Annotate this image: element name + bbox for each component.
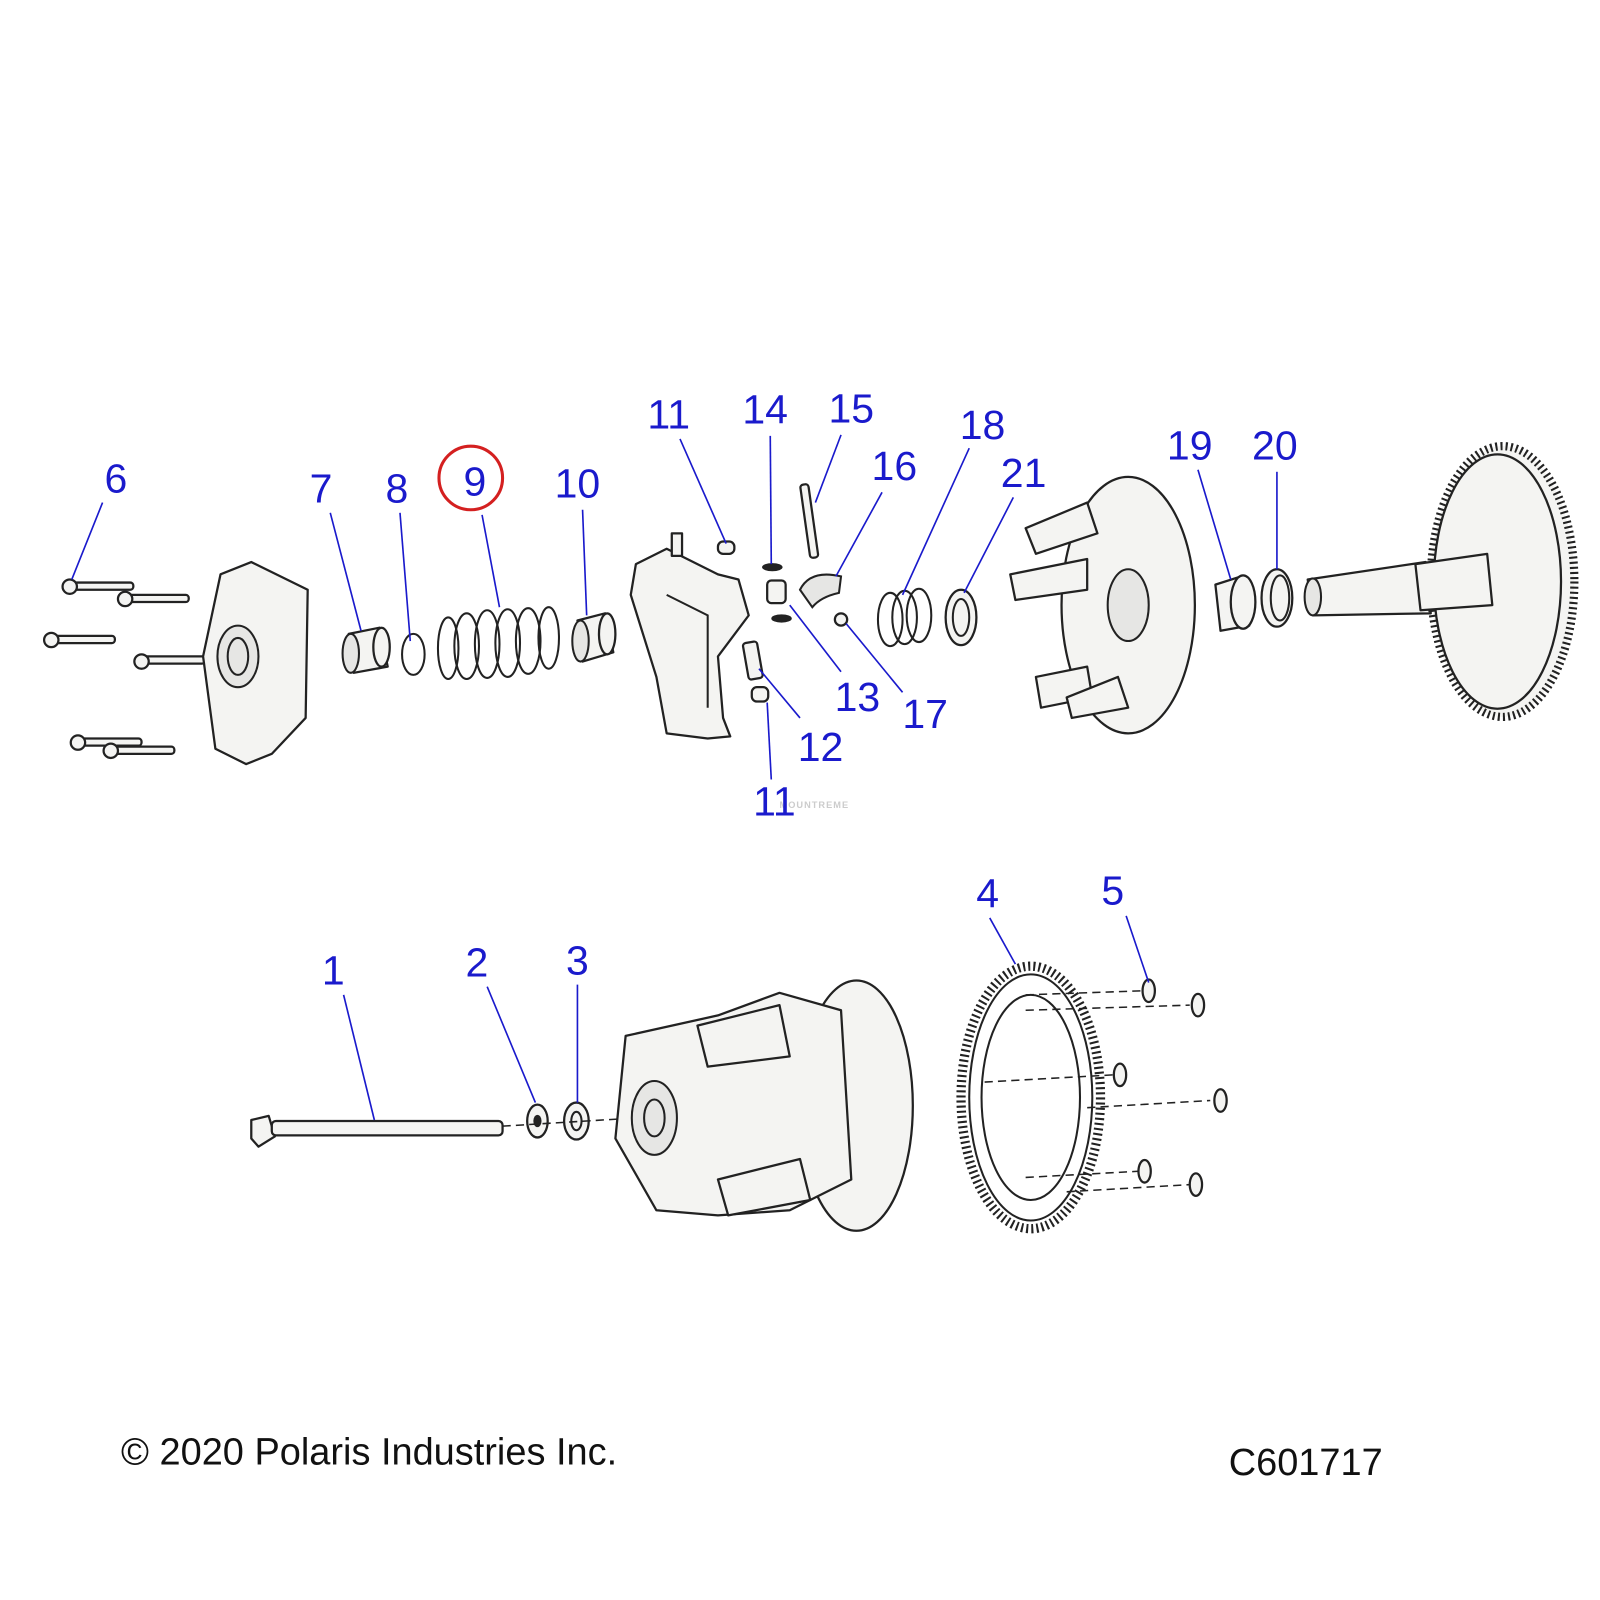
pin-part-12 [741,640,764,681]
weight-part-16 [798,573,843,609]
roller-part-13 [766,579,787,605]
spider-part [629,532,750,740]
callout-15[interactable]: 15 [828,386,874,432]
spring-part-18 [876,587,933,648]
callout-14[interactable]: 14 [742,387,788,433]
leader-lines [71,434,1278,1121]
callout-12[interactable]: 12 [798,724,844,770]
button-part-17 [833,612,849,627]
spring-part-9 [436,606,560,680]
bushing-part-10 [571,612,617,663]
callout-4[interactable]: 4 [976,871,999,917]
spacer-part-3 [562,1101,590,1141]
callout-18[interactable]: 18 [960,402,1006,448]
callout-11-lower[interactable]: 11 [753,778,796,824]
fixed-sheave-part [1303,442,1579,722]
callout-16[interactable]: 16 [872,443,918,489]
moveable-sheave-part [1009,475,1196,735]
callout-2[interactable]: 2 [466,939,489,985]
ring-gear-part-4 [956,961,1106,1234]
bushing-part-7 [341,626,391,674]
screws-part-5 [984,978,1228,1198]
bolts-part-6 [42,578,207,760]
callout-19[interactable]: 19 [1167,422,1213,468]
roller-part-11b [750,686,770,703]
spider-cover-part [201,560,309,766]
callout-10[interactable]: 10 [555,460,601,506]
highlight-circle [437,444,505,512]
drive-clutch-assembly-part [614,979,914,1232]
callout-9[interactable]: 9 [463,458,486,504]
callout-17[interactable]: 17 [902,691,948,737]
callout-1[interactable]: 1 [322,948,345,994]
callout-8[interactable]: 8 [386,466,409,512]
callout-5[interactable]: 5 [1101,868,1124,914]
diagram-id: C601717 [1229,1442,1383,1484]
ring-part-21 [944,588,978,647]
washer-part-14 [762,563,783,572]
callout-20[interactable]: 20 [1252,422,1298,468]
washer-part-14b [771,614,792,623]
roller-part-11 [716,540,736,555]
watermark: MOUNTREME [779,800,849,810]
ring-part-20 [1260,568,1294,628]
bushing-part-19 [1214,574,1257,632]
washer-part-2 [526,1103,549,1139]
callout-21[interactable]: 21 [1001,450,1047,496]
bolt-part-1 [250,1114,504,1148]
pin-part-15 [799,483,820,559]
callout-11[interactable]: 11 [647,392,690,438]
snap-ring-part-8 [401,632,426,676]
callout-7[interactable]: 7 [310,466,333,512]
callout-6[interactable]: 6 [104,455,127,501]
callout-3[interactable]: 3 [566,937,589,983]
copyright-text: © 2020 Polaris Industries Inc. [121,1432,617,1474]
callout-13[interactable]: 13 [835,674,881,720]
